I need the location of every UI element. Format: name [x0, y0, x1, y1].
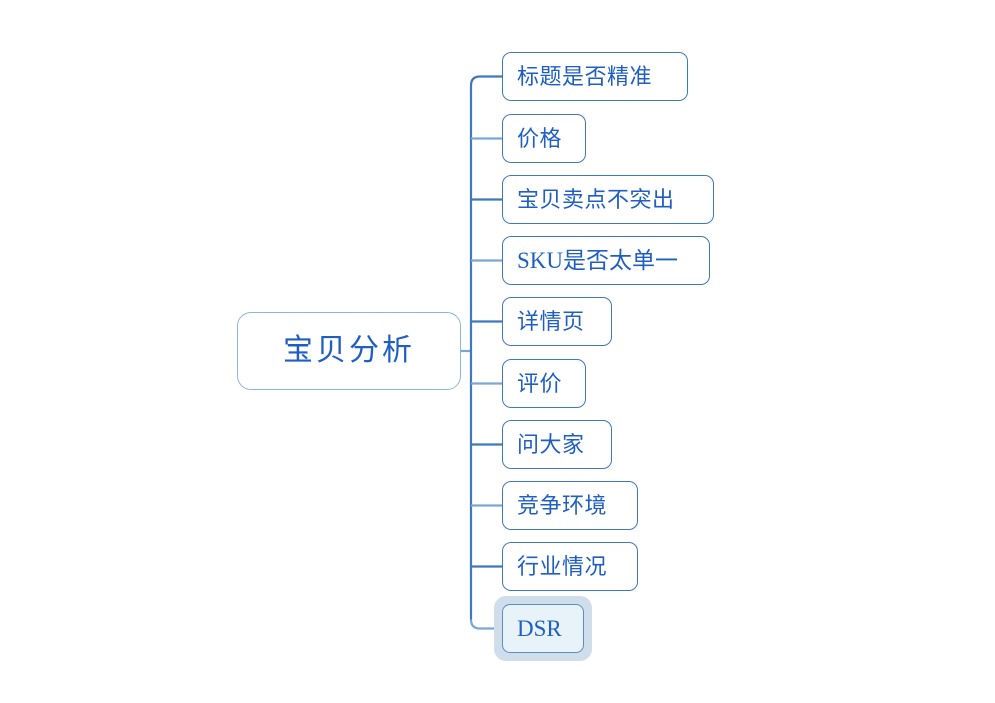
topic-node-label: 价格	[517, 125, 563, 151]
topic-node-1[interactable]: 标题是否精准	[502, 52, 688, 101]
topic-node-label: 宝贝卖点不突出	[517, 186, 675, 212]
topic-node-label: 竞争环境	[517, 492, 608, 518]
topic-node-label: 行业情况	[517, 553, 608, 579]
connector-branch-1	[469, 75, 502, 86]
topic-node-5[interactable]: 详情页	[502, 297, 612, 346]
topic-node-label: 详情页	[517, 308, 585, 334]
topic-node-label: 评价	[517, 370, 563, 396]
topic-node-9[interactable]: 行业情况	[502, 542, 638, 591]
topic-node-label: 问大家	[517, 431, 585, 457]
root-node[interactable]: 宝贝分析	[237, 312, 461, 390]
topic-node-6[interactable]: 评价	[502, 359, 586, 408]
topic-node-10[interactable]: DSR	[502, 604, 584, 653]
topic-node-label: SKU是否太单一	[517, 248, 679, 273]
topic-node-8[interactable]: 竞争环境	[502, 481, 638, 530]
topic-node-2[interactable]: 价格	[502, 114, 586, 163]
topic-node-label: DSR	[517, 616, 562, 641]
topic-node-7[interactable]: 问大家	[502, 420, 612, 469]
topic-node-label: 标题是否精准	[517, 63, 653, 89]
topic-node-3[interactable]: 宝贝卖点不突出	[502, 175, 714, 224]
topic-node-4[interactable]: SKU是否太单一	[502, 236, 710, 285]
root-node-label: 宝贝分析	[283, 334, 415, 367]
